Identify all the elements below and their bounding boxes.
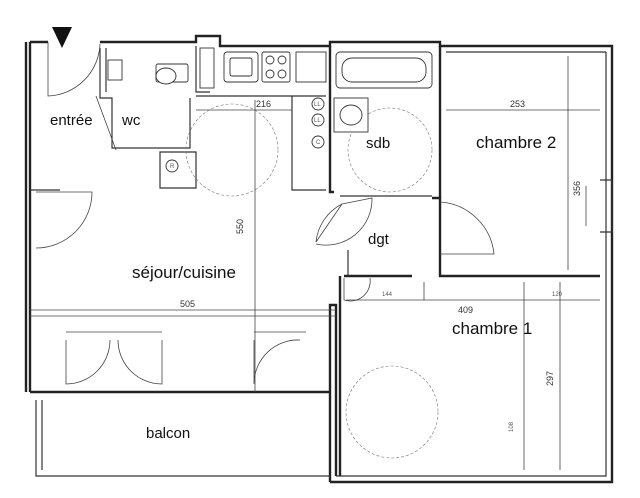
room-label-wc: wc xyxy=(121,112,141,129)
room-label-chambre-1: chambre 1 xyxy=(452,319,532,338)
room-label-balcon: balcon xyxy=(146,425,190,442)
dim-409: 409 xyxy=(458,305,473,315)
bathtub xyxy=(335,51,433,89)
svg-text:R: R xyxy=(170,164,175,170)
dim-216: 216 xyxy=(256,99,271,109)
dim-550: 550 xyxy=(235,219,245,234)
partitions xyxy=(30,46,613,477)
room-label-entree: entrée xyxy=(50,112,93,129)
svg-text:LL: LL xyxy=(314,118,321,124)
toilet-fixture xyxy=(155,63,189,85)
fridge xyxy=(295,51,327,83)
dimension-lines xyxy=(30,56,600,470)
kitchen-column xyxy=(199,47,215,89)
ll-symbol-top: LL xyxy=(311,97,325,111)
room-label-chambre-2: chambre 2 xyxy=(476,133,556,152)
room-label-sdb: sdb xyxy=(366,135,390,152)
dim-356: 356 xyxy=(572,181,582,196)
c-symbol: C xyxy=(311,135,325,149)
svg-text:LL: LL xyxy=(314,102,321,108)
entrance-arrow-icon xyxy=(52,27,72,48)
ll-symbol-bottom: LL xyxy=(311,113,325,127)
room-label-dgt: dgt xyxy=(368,231,390,248)
door-swings xyxy=(35,42,495,385)
washbasin xyxy=(333,97,369,133)
kitchen-hob xyxy=(261,51,291,83)
svg-text:C: C xyxy=(316,140,321,146)
dim-505: 505 xyxy=(180,299,195,309)
dim-120: 120 xyxy=(552,292,563,298)
outer-walls xyxy=(24,34,614,484)
kitchen-sink xyxy=(223,51,259,83)
dim-297: 297 xyxy=(545,371,555,386)
room-label-sejour-cuisine: séjour/cuisine xyxy=(132,263,236,282)
clearance-circles xyxy=(185,103,439,459)
dim-253: 253 xyxy=(510,99,525,109)
wc-cabinet xyxy=(107,59,123,81)
dim-108: 108 xyxy=(509,421,515,432)
r-symbol: R xyxy=(165,159,179,173)
dim-144: 144 xyxy=(382,292,393,298)
